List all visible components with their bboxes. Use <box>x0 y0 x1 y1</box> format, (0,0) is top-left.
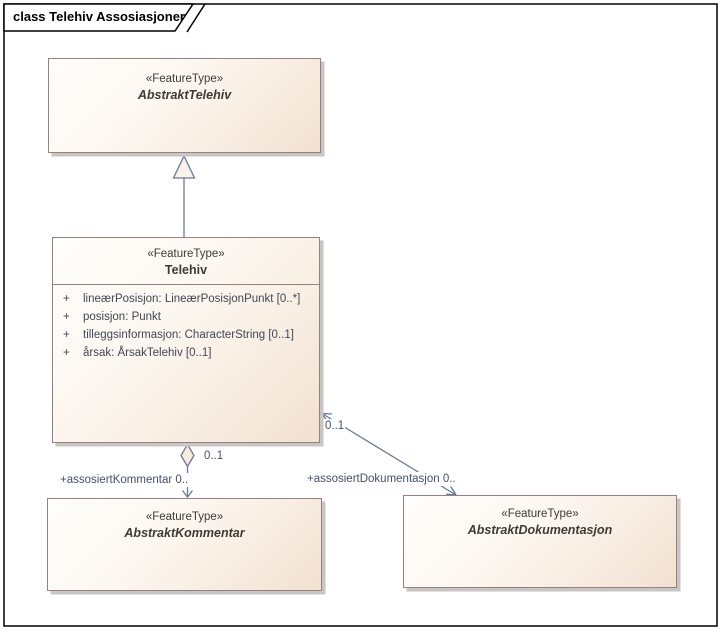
attribute-row: + årsak: ÅrsakTelehiv [0..1] <box>53 344 319 362</box>
stereotype-label: «FeatureType» <box>501 508 579 520</box>
dokumentasjon-multiplicity-label: 0..1 <box>324 419 346 433</box>
stereotype-label: «FeatureType» <box>145 73 224 85</box>
aggregation-diamond-icon <box>180 443 195 468</box>
attribute-text: tilleggsinformasjon: CharacterString [0.… <box>83 329 294 341</box>
class-name: AbstraktDokumentasjon <box>467 523 613 537</box>
attribute-row: + tilleggsinformasjon: CharacterString [… <box>53 326 319 344</box>
attribute-text: årsak: ÅrsakTelehiv [0..1] <box>83 347 212 359</box>
visibility-symbol: + <box>63 329 70 341</box>
visibility-symbol: + <box>63 311 70 323</box>
generalization-connector[interactable] <box>172 154 196 237</box>
class-name: AbstraktKommentar <box>124 526 245 540</box>
attribute-row: + lineærPosisjon: LineærPosisjonPunkt [0… <box>53 290 319 308</box>
diagram-title-tab <box>3 3 195 32</box>
class-name: Telehiv <box>164 263 208 277</box>
open-arrowhead-target-icon <box>445 486 458 496</box>
dokumentasjon-role-label: +assosiertDokumentasjon 0.. <box>306 472 457 486</box>
generalization-triangle-icon <box>172 154 196 179</box>
open-arrowhead-source-icon <box>320 412 333 422</box>
attribute-compartment: + lineærPosisjon: LineærPosisjonPunkt [0… <box>53 285 319 362</box>
class-box-abstrakt-kommentar[interactable]: «FeatureType» AbstraktKommentar <box>47 498 322 591</box>
class-name: AbstraktTelehiv <box>137 88 232 102</box>
diagram-frame <box>3 3 718 627</box>
visibility-symbol: + <box>63 347 70 359</box>
attribute-text: posisjon: Punkt <box>83 311 161 323</box>
visibility-symbol: + <box>63 293 70 305</box>
class-box-abstrakt-telehiv[interactable]: «FeatureType» AbstraktTelehiv <box>48 58 321 153</box>
diagram-title: class Telehiv Assosiasjoner <box>13 9 185 24</box>
kommentar-association-connector[interactable] <box>180 443 195 499</box>
kommentar-multiplicity-label: 0..1 <box>203 449 225 463</box>
attribute-text: lineærPosisjon: LineærPosisjonPunkt [0..… <box>83 293 301 305</box>
kommentar-role-label: +assosiertKommentar 0.. <box>59 473 190 487</box>
title-tab-diagonal <box>186 3 206 33</box>
stereotype-label: «FeatureType» <box>145 511 224 523</box>
stereotype-label: «FeatureType» <box>147 248 225 260</box>
class-box-abstrakt-dokumentasjon[interactable]: «FeatureType» AbstraktDokumentasjon <box>403 495 677 588</box>
open-arrowhead-icon <box>181 490 194 499</box>
class-box-telehiv[interactable]: «FeatureType» Telehiv + lineærPosisjon: … <box>52 237 320 443</box>
attribute-row: + posisjon: Punkt <box>53 308 319 326</box>
